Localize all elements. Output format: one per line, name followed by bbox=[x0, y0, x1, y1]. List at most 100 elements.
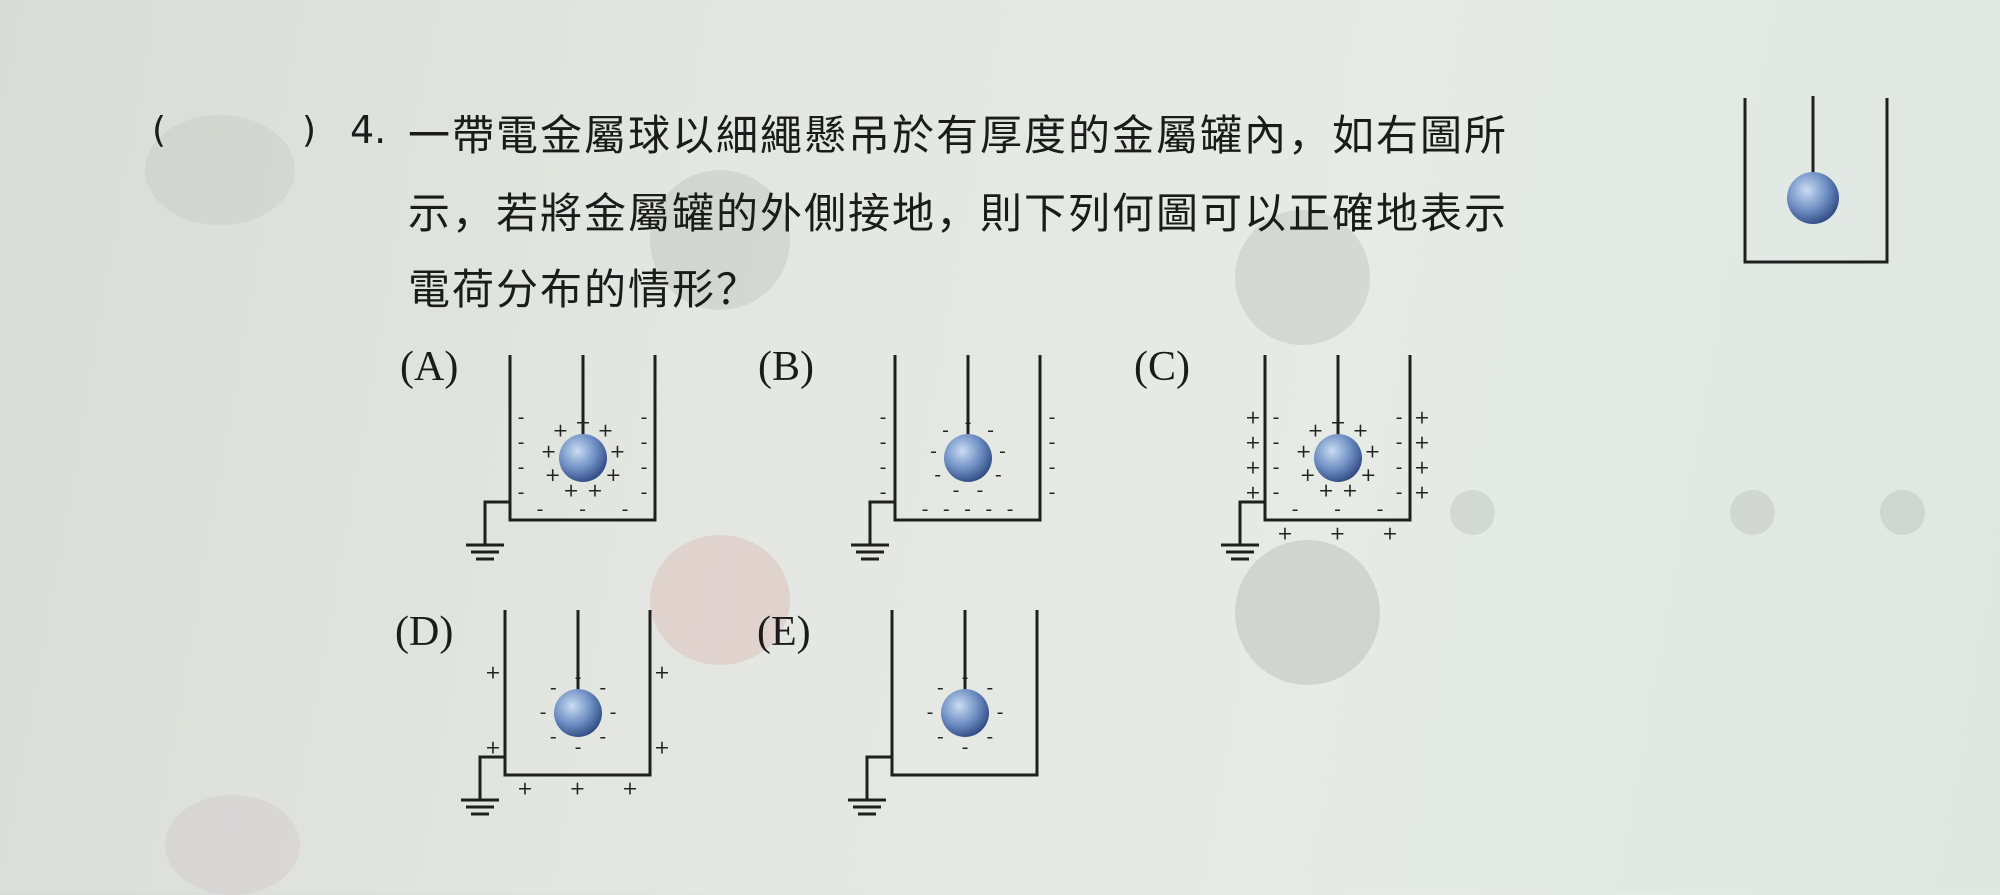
ground-wire bbox=[1238, 500, 1265, 545]
sphere-charge: + bbox=[1296, 440, 1312, 462]
bleed-through-mark bbox=[1235, 540, 1380, 685]
bottom-outer-charge: + bbox=[1277, 523, 1293, 545]
bleed-through-mark bbox=[1730, 490, 1775, 535]
option-b-figure: ---------------------- bbox=[851, 355, 1056, 561]
ground-wire bbox=[868, 500, 895, 545]
sphere-charge: - bbox=[550, 677, 557, 699]
question-number: 4. bbox=[350, 108, 387, 152]
sphere-charge: - bbox=[575, 667, 582, 689]
sphere-charge: - bbox=[540, 702, 547, 724]
sphere-charge: + bbox=[587, 479, 603, 501]
sphere-charge: - bbox=[962, 737, 969, 759]
can-outline bbox=[890, 610, 1039, 777]
bottom-inner-charge: - bbox=[537, 499, 544, 521]
option-c-figure: +++++++++--------++++++++---+++ bbox=[1221, 355, 1430, 561]
sphere-charge: - bbox=[997, 702, 1004, 724]
sphere-charge: - bbox=[575, 737, 582, 759]
option-label-a: (A) bbox=[400, 344, 459, 390]
ground-wire bbox=[478, 755, 505, 800]
option-label-b: (B) bbox=[758, 344, 814, 390]
outer-wall-charge: + bbox=[1414, 432, 1430, 454]
inner-wall-charge: - bbox=[1273, 482, 1280, 504]
can-outline bbox=[893, 355, 1042, 522]
bottom-inner-charge: - bbox=[943, 499, 950, 521]
can-outline bbox=[508, 355, 657, 522]
sphere-charge: - bbox=[987, 420, 994, 442]
inner-wall-charge: - bbox=[1396, 457, 1403, 479]
metal-sphere bbox=[554, 689, 602, 737]
inner-wall-charge: - bbox=[1396, 432, 1403, 454]
inner-wall-charge: - bbox=[1396, 407, 1403, 429]
sphere-charge: + bbox=[1308, 420, 1324, 442]
sphere-charge: - bbox=[610, 702, 617, 724]
sphere-charge: - bbox=[930, 440, 937, 462]
reference-figure bbox=[1743, 96, 1889, 264]
metal-sphere bbox=[941, 689, 989, 737]
bottom-inner-charge: - bbox=[1334, 499, 1341, 521]
bottom-inner-charge: - bbox=[1377, 499, 1384, 521]
answer-paren-right: ) bbox=[302, 110, 317, 151]
sphere-charge: - bbox=[986, 677, 993, 699]
bottom-outer-charge: + bbox=[622, 778, 638, 800]
inner-wall-charge: - bbox=[518, 457, 525, 479]
outer-wall-charge: - bbox=[880, 432, 887, 454]
option-e-figure: -------- bbox=[848, 610, 1039, 816]
sphere-charge: + bbox=[1353, 420, 1369, 442]
sphere-charge: + bbox=[1330, 412, 1346, 434]
bottom-inner-charge: - bbox=[622, 499, 629, 521]
option-label-e: (E) bbox=[757, 609, 811, 655]
sphere-charge: - bbox=[995, 464, 1002, 486]
sphere-charge: - bbox=[942, 420, 949, 442]
sphere-charge: - bbox=[962, 667, 969, 689]
outer-wall-charge: + bbox=[1245, 432, 1261, 454]
outer-wall-charge: + bbox=[1245, 482, 1261, 504]
sphere-charge: - bbox=[953, 479, 960, 501]
sphere-charge: - bbox=[550, 726, 557, 748]
can-outline bbox=[503, 610, 652, 777]
bleed-through-mark bbox=[145, 115, 295, 225]
sphere-charge: + bbox=[1300, 464, 1316, 486]
inner-wall-charge: - bbox=[518, 407, 525, 429]
sphere-charge: + bbox=[1318, 479, 1334, 501]
sphere-charge: - bbox=[986, 726, 993, 748]
sphere-charge: + bbox=[1365, 440, 1381, 462]
bleed-through-mark bbox=[650, 535, 790, 665]
bleed-through-mark bbox=[1450, 490, 1495, 535]
bleed-through-mark bbox=[1880, 490, 1925, 535]
sphere-charge: - bbox=[937, 677, 944, 699]
outer-wall-charge: - bbox=[880, 457, 887, 479]
option-a-figure: +++++++++----------- bbox=[466, 355, 657, 561]
sphere-charge: - bbox=[965, 412, 972, 434]
outer-wall-charge: - bbox=[1049, 432, 1056, 454]
sphere-charge: - bbox=[937, 726, 944, 748]
sphere-charge: - bbox=[599, 726, 606, 748]
outer-wall-charge: + bbox=[1245, 407, 1261, 429]
bottom-outer-charge: + bbox=[1382, 523, 1398, 545]
sphere-charge: + bbox=[553, 420, 569, 442]
inner-wall-charge: - bbox=[641, 407, 648, 429]
bleed-through-mark bbox=[1235, 210, 1370, 345]
option-label-d: (D) bbox=[395, 609, 454, 655]
inner-wall-charge: - bbox=[1273, 407, 1280, 429]
sphere-charge: - bbox=[927, 702, 934, 724]
inner-wall-charge: - bbox=[1273, 432, 1280, 454]
ground-wire bbox=[483, 500, 510, 545]
sphere-charge: + bbox=[610, 440, 626, 462]
bottom-inner-charge: - bbox=[1007, 499, 1014, 521]
bottom-inner-charge: - bbox=[922, 499, 929, 521]
outer-wall-charge: + bbox=[654, 662, 670, 684]
bleed-through-mark bbox=[650, 170, 790, 310]
outer-wall-charge: + bbox=[1245, 457, 1261, 479]
inner-wall-charge: - bbox=[641, 432, 648, 454]
bottom-inner-charge: - bbox=[985, 499, 992, 521]
sphere-charge: - bbox=[934, 464, 941, 486]
metal-sphere bbox=[1314, 434, 1362, 482]
inner-wall-charge: - bbox=[1273, 457, 1280, 479]
inner-wall-charge: - bbox=[1396, 482, 1403, 504]
sphere-charge: + bbox=[1360, 464, 1376, 486]
sphere-charge: - bbox=[977, 479, 984, 501]
outer-wall-charge: + bbox=[1414, 482, 1430, 504]
sphere-charge: + bbox=[575, 412, 591, 434]
outer-wall-charge: - bbox=[1049, 407, 1056, 429]
